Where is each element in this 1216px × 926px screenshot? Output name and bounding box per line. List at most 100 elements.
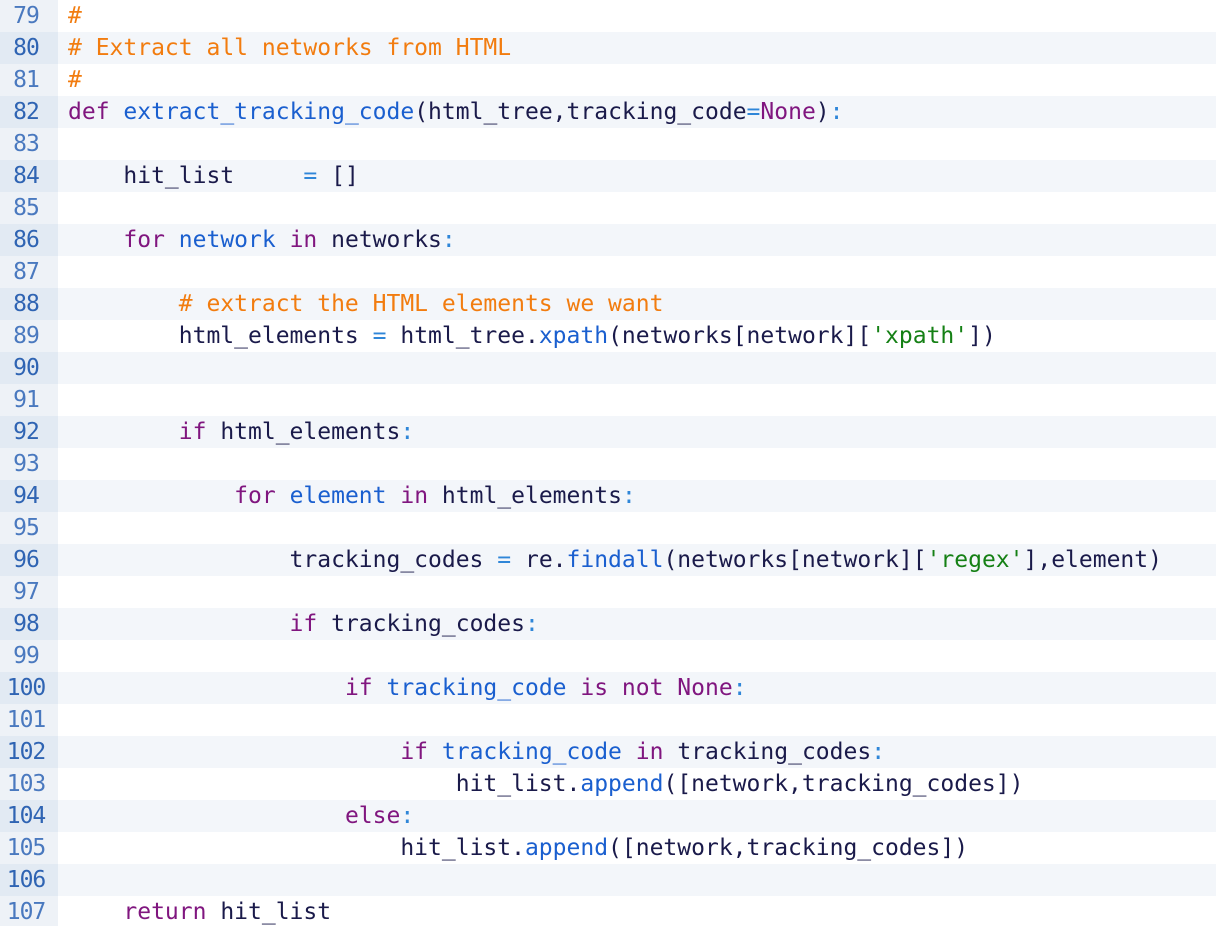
line-code: return hit_list: [68, 896, 331, 926]
code-line[interactable]: 106: [0, 864, 1216, 896]
line-number: 106: [0, 864, 58, 896]
code-token: ]): [968, 323, 996, 349]
line-code: if tracking_code in tracking_codes:: [68, 736, 885, 768]
code-token: hit_list: [206, 899, 332, 925]
line-code: hit_list.append([network,tracking_codes]…: [68, 768, 1024, 800]
code-token: tracking_codes: [663, 739, 872, 765]
code-token: # Extract all networks from HTML: [68, 35, 512, 61]
code-token: [373, 675, 387, 701]
code-token: :: [441, 227, 456, 253]
line-number: 107: [0, 896, 58, 926]
line-number: 79: [0, 0, 58, 32]
code-token: re.: [511, 547, 567, 573]
code-line[interactable]: 105 hit_list.append([network,tracking_cod…: [0, 832, 1216, 864]
line-number: 91: [0, 384, 58, 416]
line-number: 83: [0, 128, 58, 160]
code-line[interactable]: 91: [0, 384, 1216, 416]
code-token: if: [400, 739, 429, 765]
code-token: =: [497, 547, 512, 573]
code-token: return: [123, 899, 207, 925]
line-code: def extract_tracking_code(html_tree,trac…: [68, 96, 844, 128]
line-number: 104: [0, 800, 58, 832]
code-token: html_elements: [178, 323, 373, 349]
line-code: hit_list = []: [68, 160, 358, 192]
line-code: if html_elements:: [68, 416, 414, 448]
code-token: [567, 675, 581, 701]
code-line[interactable]: 92 if html_elements:: [0, 416, 1216, 448]
line-number: 102: [0, 736, 58, 768]
code-line[interactable]: 85: [0, 192, 1216, 224]
line-code: #: [68, 0, 82, 32]
code-token: =: [746, 99, 761, 125]
code-token: if: [289, 611, 318, 637]
line-number: 87: [0, 256, 58, 288]
code-line[interactable]: 80 # Extract all networks from HTML: [0, 32, 1216, 64]
code-token: tracking_code: [441, 739, 622, 765]
code-token: networks: [317, 227, 442, 253]
code-token: # extract the HTML elements we want: [178, 291, 664, 317]
code-line[interactable]: 87: [0, 256, 1216, 288]
code-token: [387, 483, 401, 509]
line-code: tracking_codes = re.findall(networks[net…: [68, 544, 1162, 576]
code-line[interactable]: 79 #: [0, 0, 1216, 32]
line-number: 101: [0, 704, 58, 736]
line-number: 88: [0, 288, 58, 320]
line-number: 95: [0, 512, 58, 544]
line-number: 81: [0, 64, 58, 96]
line-code: for element in html_elements:: [68, 480, 636, 512]
code-line[interactable]: 83: [0, 128, 1216, 160]
code-token: html_tree.: [386, 323, 539, 349]
line-number: 80: [0, 32, 58, 64]
code-line[interactable]: 97: [0, 576, 1216, 608]
line-code: hit_list.append([network,tracking_codes]…: [68, 832, 968, 864]
code-token: element: [289, 483, 387, 509]
code-token: =: [372, 323, 387, 349]
line-number: 93: [0, 448, 58, 480]
code-line[interactable]: 102 if tracking_code in tracking_codes:: [0, 736, 1216, 768]
code-token: [110, 99, 124, 125]
code-line[interactable]: 101: [0, 704, 1216, 736]
code-token: network: [178, 227, 276, 253]
line-number: 98: [0, 608, 58, 640]
code-line[interactable]: 95: [0, 512, 1216, 544]
code-line[interactable]: 107 return hit_list: [0, 896, 1216, 926]
line-code: #: [68, 64, 82, 96]
line-number: 100: [0, 672, 58, 704]
code-token: in: [400, 483, 429, 509]
code-token: append: [580, 771, 664, 797]
line-number: 92: [0, 416, 58, 448]
code-line[interactable]: 90: [0, 352, 1216, 384]
line-number: 105: [0, 832, 58, 864]
code-token: tracking_codes: [289, 547, 498, 573]
code-token: #: [68, 67, 82, 93]
code-token: else: [344, 803, 401, 829]
line-number: 97: [0, 576, 58, 608]
code-token: 'xpath': [871, 323, 969, 349]
code-token: :: [829, 99, 844, 125]
line-code: # Extract all networks from HTML: [68, 32, 511, 64]
code-token: hit_list: [123, 163, 304, 189]
code-token: [622, 739, 636, 765]
line-code: html_elements = html_tree.xpath(networks…: [68, 320, 996, 352]
code-token: [428, 739, 442, 765]
code-token: xpath: [538, 323, 609, 349]
code-token: def: [68, 99, 110, 125]
code-line[interactable]: 88 # extract the HTML elements we want: [0, 288, 1216, 320]
code-token: for: [234, 483, 276, 509]
code-line[interactable]: 99: [0, 640, 1216, 672]
code-line[interactable]: 93: [0, 448, 1216, 480]
code-line[interactable]: 89 html_elements = html_tree.xpath(networ…: [0, 320, 1216, 352]
code-line[interactable]: 81 #: [0, 64, 1216, 96]
line-number: 89: [0, 320, 58, 352]
